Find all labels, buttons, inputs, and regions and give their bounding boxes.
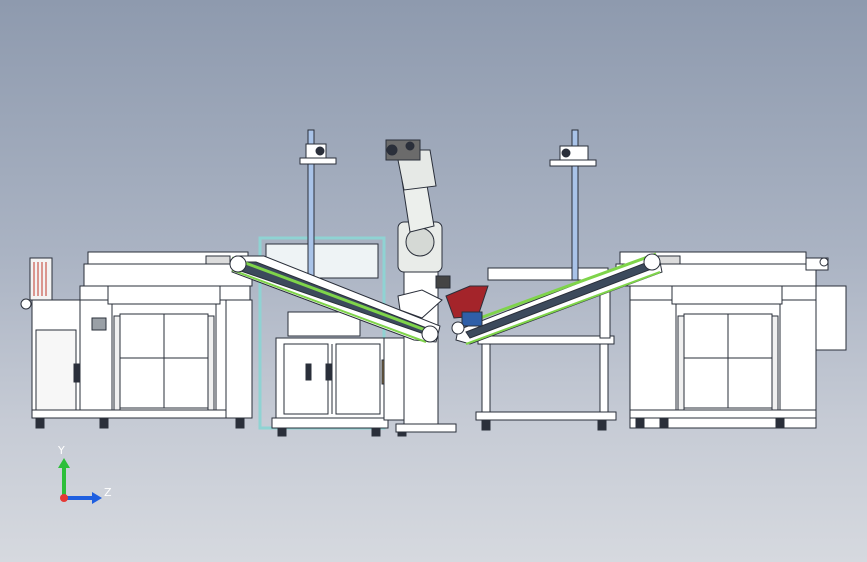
- blue-actuator: [451, 311, 483, 335]
- left-camera-column: [299, 129, 337, 281]
- left-inclined-conveyor: [229, 255, 441, 343]
- y-axis-label: Y: [57, 444, 65, 457]
- coordinate-triad-icon: Y Z: [57, 444, 112, 504]
- robot-arm-icon: [385, 139, 457, 433]
- right-loading-machine: [615, 251, 847, 429]
- panel-sheet: [397, 289, 443, 319]
- right-camera-column: [549, 129, 597, 281]
- red-gripper: [445, 285, 489, 319]
- left-loading-machine: [20, 251, 253, 429]
- z-axis-label: Z: [104, 486, 112, 499]
- right-inclined-conveyor: [455, 252, 663, 345]
